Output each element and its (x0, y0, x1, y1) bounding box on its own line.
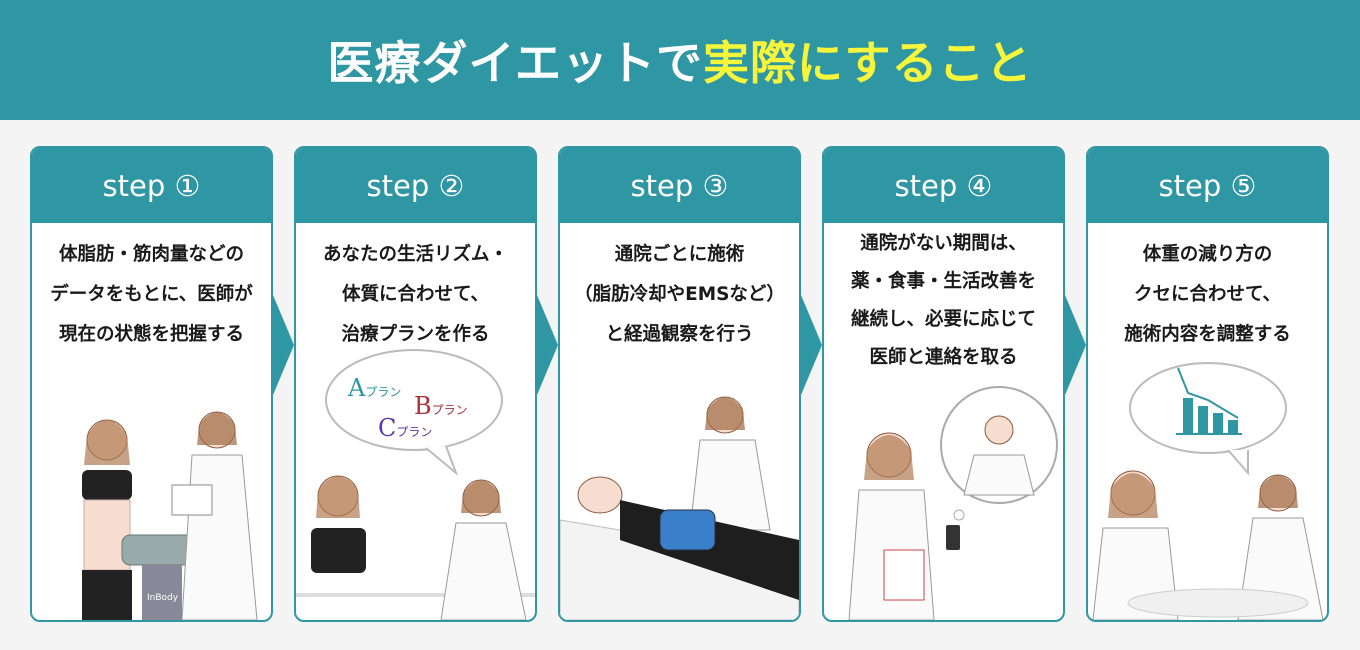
step-description: あなたの生活リズム・ 体質に合わせて、 治療プランを作る (296, 223, 535, 355)
desc-line: 体重の減り方の (1142, 244, 1273, 265)
step-description: 体重の減り方の クセに合わせて、 施術内容を調整する (1088, 223, 1327, 355)
step-label: step ① (32, 148, 271, 223)
title-banner: 医療ダイエットで実際にすること (0, 0, 1360, 120)
desc-line: 薬・食事・生活改善を (850, 271, 1036, 292)
step-card-2: step ② あなたの生活リズム・ 体質に合わせて、 治療プランを作る Aプラン… (294, 146, 537, 622)
inbody-logo: InBody (147, 593, 179, 603)
step-card-3: step ③ 通院ごとに施術 （脂肪冷却やEMSなど） と経過観察を行う (558, 146, 801, 622)
arrow-right-icon (537, 295, 558, 395)
title-highlight: 実際にすること (703, 36, 1033, 90)
desc-line: と経過観察を行う (605, 324, 754, 345)
plan-b: Bプラン (414, 392, 468, 420)
desc-line: 体質に合わせて、 (341, 284, 490, 305)
step-label: step ② (296, 148, 535, 223)
desc-line: 現在の状態を把握する (58, 324, 244, 345)
plan-a: Aプラン (347, 374, 401, 402)
step-description: 体脂肪・筋肉量などの データをもとに、医師が 現在の状態を把握する (32, 223, 271, 355)
illustration-adjustment (1092, 362, 1324, 620)
arrow-right-icon (1065, 295, 1086, 395)
desc-line: データをもとに、医師が (50, 284, 253, 305)
step-description: 通院がない期間は、 薬・食事・生活改善を 継続し、必要に応じて 医師と連絡を取る (824, 223, 1063, 377)
step-label: step ⑤ (1088, 148, 1327, 223)
declining-chart-icon (1176, 367, 1242, 435)
desc-line: 医師と連絡を取る (869, 347, 1018, 368)
arrow-right-icon (801, 295, 822, 395)
desc-line: 体脂肪・筋肉量などの (58, 244, 244, 265)
desc-line: （脂肪冷却やEMSなど） (574, 284, 785, 305)
illustration-remote-consult (848, 386, 1058, 620)
illustration-body-measurement: InBody (82, 411, 258, 620)
step-label: step ③ (560, 148, 799, 223)
desc-line: 継続し、必要に応じて (850, 309, 1036, 330)
step-description: 通院ごとに施術 （脂肪冷却やEMSなど） と経過観察を行う (560, 223, 799, 355)
arrow-right-icon (273, 295, 294, 395)
illustration-plan: Aプラン Bプラン Cプラン (296, 349, 535, 620)
step-card-4: step ④ 通院がない期間は、 薬・食事・生活改善を 継続し、必要に応じて 医… (822, 146, 1065, 622)
desc-line: 施術内容を調整する (1124, 324, 1291, 345)
page-title: 医療ダイエットで実際にすること (327, 27, 1032, 93)
step-card-1: step ① 体脂肪・筋肉量などの データをもとに、医師が 現在の状態を把握する… (30, 146, 273, 622)
step-label: step ④ (824, 148, 1063, 223)
desc-line: 通院がない期間は、 (860, 233, 1027, 254)
desc-line: クセに合わせて、 (1133, 284, 1282, 305)
plan-c: Cプラン (378, 414, 432, 442)
desc-line: 通院ごとに施術 (614, 244, 745, 265)
desc-line: あなたの生活リズム・ (322, 244, 508, 265)
title-main: 医療ダイエットで (327, 36, 704, 90)
illustration-treatment (560, 396, 799, 620)
step-card-5: step ⑤ 体重の減り方の クセに合わせて、 施術内容を調整する (1086, 146, 1329, 622)
desc-line: 治療プランを作る (341, 324, 490, 345)
